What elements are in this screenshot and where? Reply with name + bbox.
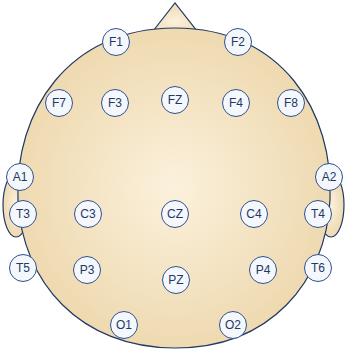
electrode-label: FZ [168,94,183,106]
electrode-circle: F8 [277,89,305,117]
electrode-label: A2 [322,171,337,183]
electrode-label: P4 [256,264,271,276]
electrode-circle: P4 [249,256,277,284]
electrode-label: F7 [52,97,66,109]
electrode-circle: P3 [73,256,101,284]
electrode-circle: O1 [110,311,138,339]
electrode-label: F4 [229,97,243,109]
electrode-label: C4 [246,208,261,220]
electrode-label: T3 [16,208,30,220]
electrode-label: CZ [167,208,183,220]
electrode-label: O2 [225,319,241,331]
electrode-circle: T6 [304,254,332,282]
electrode-circle: T4 [304,200,332,228]
electrode-label: T5 [16,262,30,274]
electrode-label: F3 [108,97,122,109]
electrode-circle: PZ [162,266,190,294]
electrode-circle: F7 [45,89,73,117]
electrode-label: F8 [284,97,298,109]
electrode-label: P3 [80,264,95,276]
electrode-label: F1 [109,36,123,48]
electrode-circle: T3 [9,200,37,228]
electrode-circle: T5 [9,254,37,282]
electrode-label: O1 [116,319,132,331]
electrode-label: PZ [168,274,183,286]
electrode-circle: O2 [219,311,247,339]
electrode-circle: C3 [74,200,102,228]
electrode-circle: F1 [102,28,130,56]
electrode-circle: FZ [161,86,189,114]
electrode-circle: CZ [161,200,189,228]
electrode-circle: A2 [315,163,343,191]
electrode-label: T4 [311,208,325,220]
electrode-circle: F3 [101,89,129,117]
electrode-circle: A1 [6,163,34,191]
electrode-circle: C4 [240,200,268,228]
electrode-circle: F2 [224,28,252,56]
electrode-label: A1 [13,171,28,183]
electrode-label: T6 [311,262,325,274]
electrode-circle: F4 [222,89,250,117]
electrode-label: F2 [231,36,245,48]
electrode-label: C3 [80,208,95,220]
